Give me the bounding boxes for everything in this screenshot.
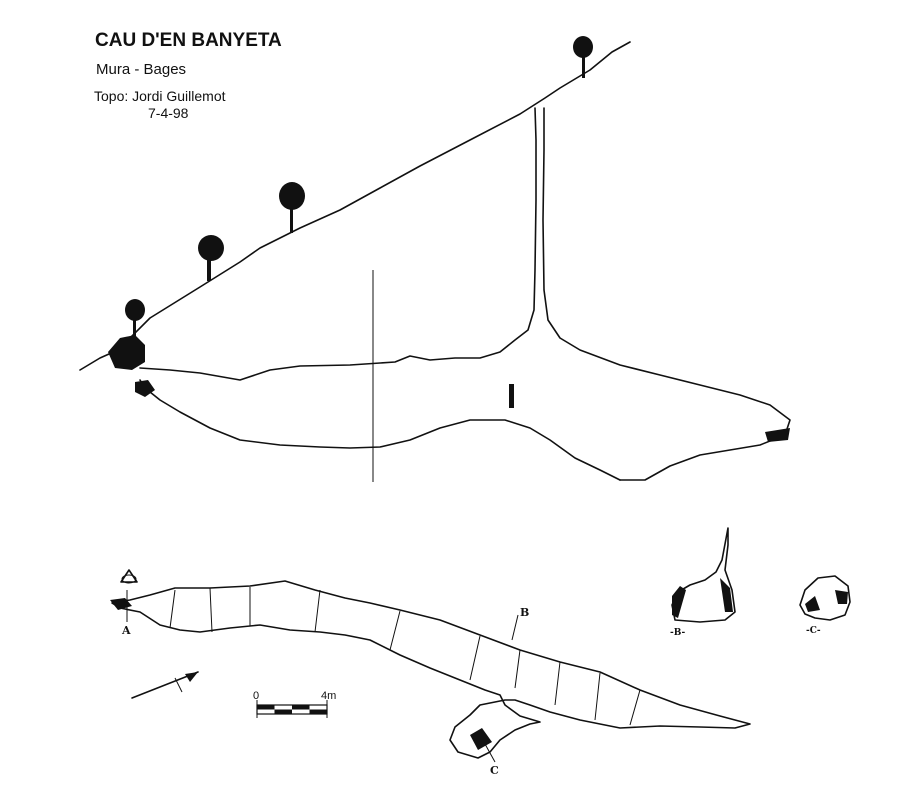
scale-end-label: 4m bbox=[321, 690, 337, 702]
scale-start-label: 0 bbox=[253, 690, 260, 702]
shaft-left-wall bbox=[139, 107, 537, 381]
survey-title: CAU D'EN BANYETA bbox=[95, 30, 282, 51]
tree-icon bbox=[198, 235, 224, 281]
cross-section-c bbox=[799, 575, 851, 621]
ground-surface-line bbox=[79, 41, 631, 371]
plan-view bbox=[110, 569, 751, 763]
entrance-symbol-icon bbox=[120, 569, 138, 584]
north-arrow-icon bbox=[131, 671, 199, 699]
plan-divisions bbox=[169, 587, 641, 726]
terminal-rocks bbox=[765, 428, 790, 442]
stalagmite bbox=[509, 384, 514, 408]
profile-view bbox=[79, 41, 791, 482]
section-b-marker bbox=[511, 614, 519, 641]
tree-icon bbox=[279, 182, 305, 233]
survey-location: Mura - Bages bbox=[96, 61, 187, 78]
scale-bar bbox=[256, 700, 328, 718]
entrance-rocks-plan bbox=[110, 598, 132, 610]
trees bbox=[125, 36, 593, 338]
gallery-floor bbox=[139, 379, 621, 481]
survey-date: 7-4-98 bbox=[148, 105, 189, 121]
label-c: C bbox=[490, 764, 499, 777]
cross-section-b bbox=[671, 527, 736, 623]
cave-outline-plan bbox=[111, 580, 751, 759]
label-a: A bbox=[122, 624, 131, 637]
cross-section-c-label: -C- bbox=[806, 626, 821, 636]
side-chamber-rocks bbox=[470, 728, 492, 750]
tree-icon bbox=[125, 299, 145, 338]
label-b: B bbox=[520, 606, 530, 619]
entrance-rocks bbox=[108, 335, 155, 397]
survey-author: Topo: Jordi Guillemot bbox=[94, 88, 226, 104]
shaft-right-wall bbox=[542, 107, 791, 481]
cross-section-b-label: -B- bbox=[670, 628, 686, 638]
tree-icon bbox=[573, 36, 593, 78]
